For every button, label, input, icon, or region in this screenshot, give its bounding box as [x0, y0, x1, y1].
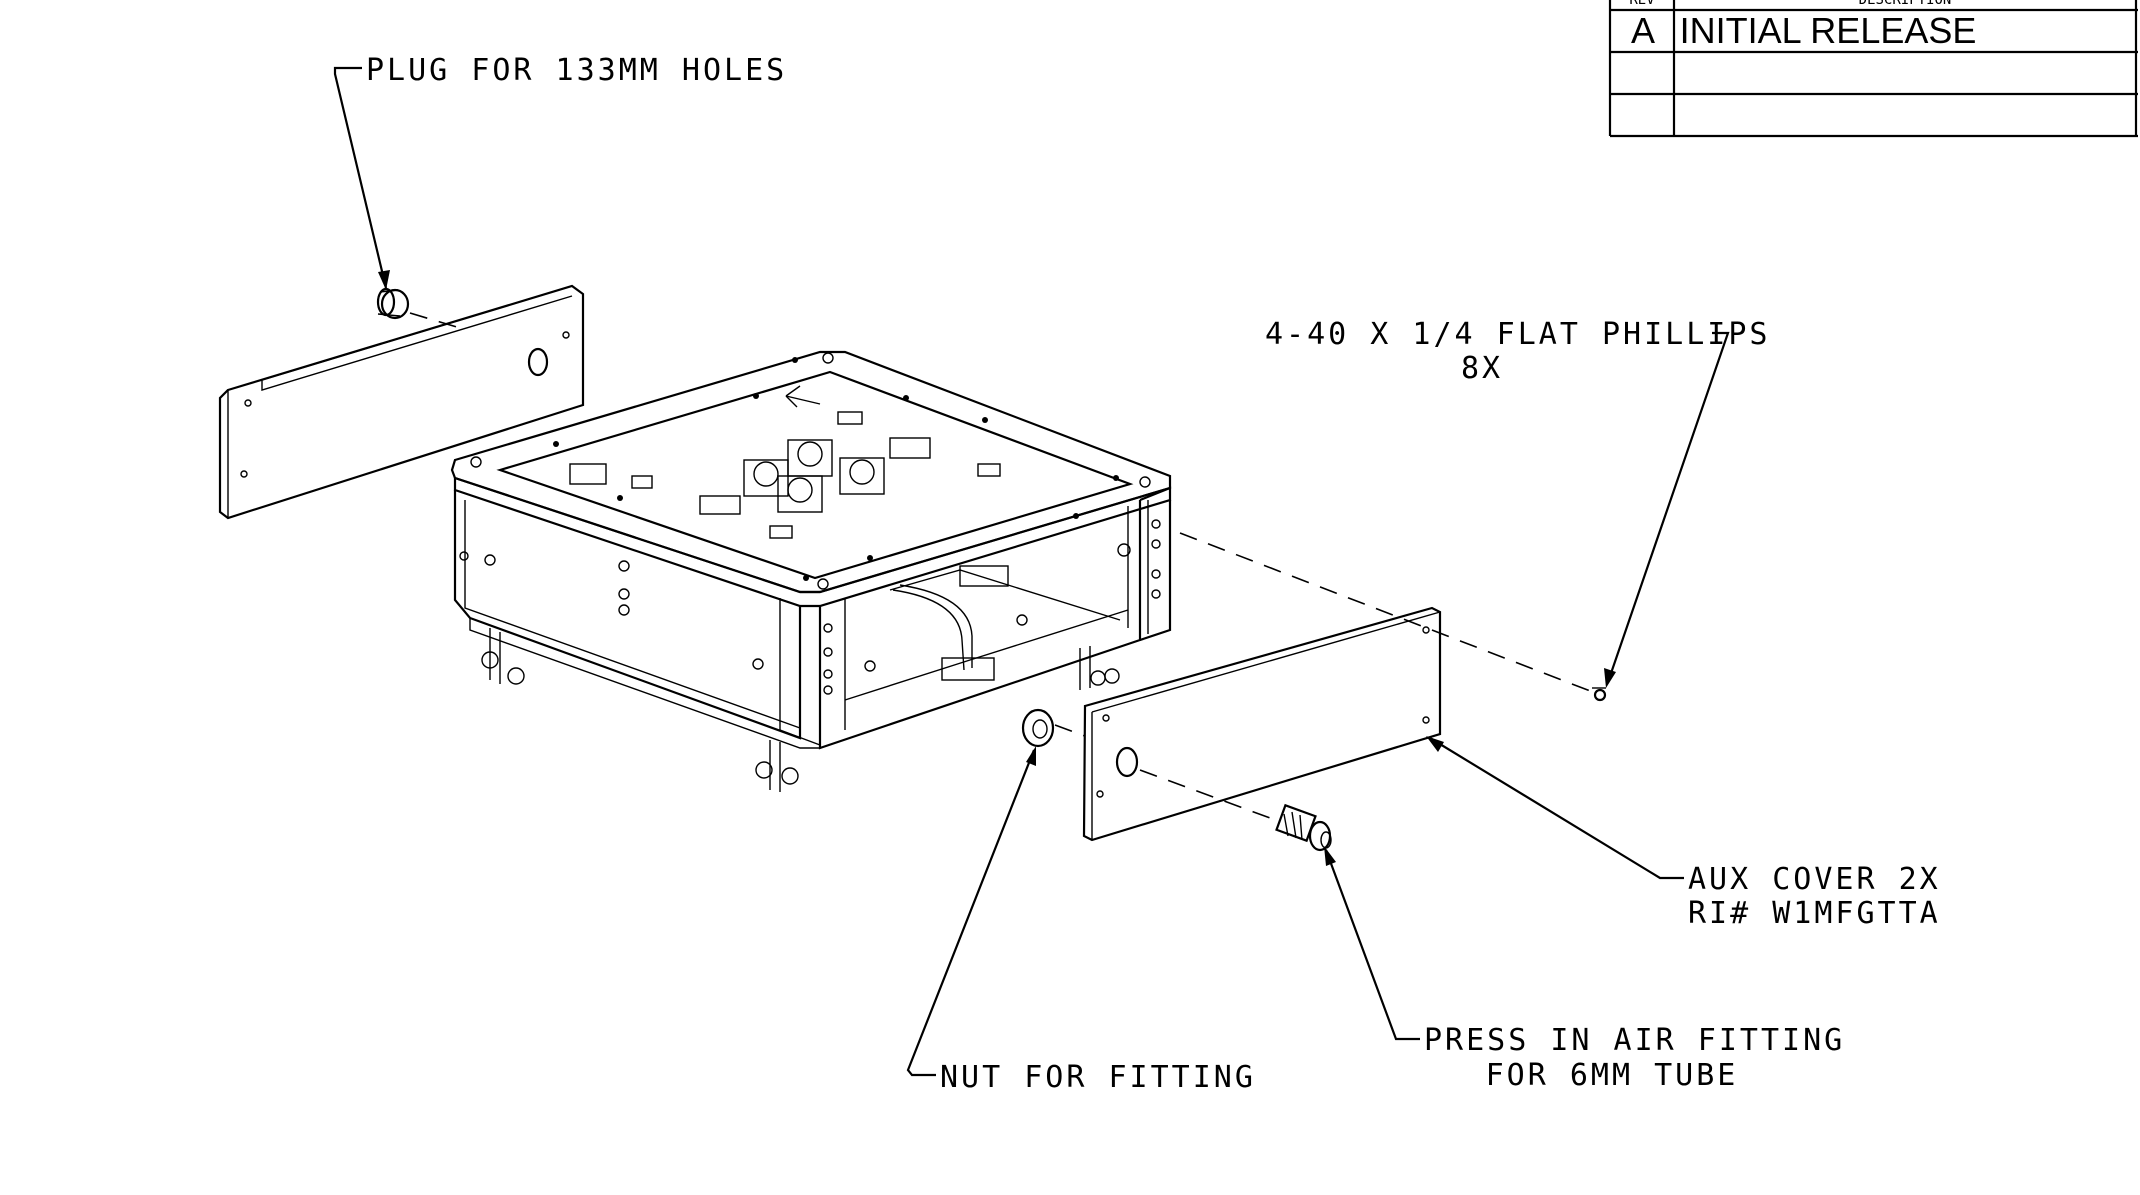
- callout-aux-cover-line2: RI# W1MFGTTA: [1688, 896, 1941, 931]
- leader-screw: [1604, 331, 1730, 688]
- revision-header-rev: REV: [1629, 0, 1655, 8]
- leader-plug: [333, 66, 390, 290]
- plug-centerline: [409, 312, 461, 329]
- main-enclosure: [450, 350, 1172, 792]
- callout-plug: PLUG FOR 133MM HOLES: [366, 53, 787, 88]
- callout-screw-line2: 8X: [1461, 351, 1503, 386]
- right-aux-cover: [1082, 606, 1442, 842]
- air-fitting-part: [1275, 803, 1332, 852]
- connector-cluster: [743, 439, 885, 513]
- callout-aux-cover-line1: AUX COVER 2X: [1688, 862, 1941, 897]
- callout-screw-line1: 4-40 X 1/4 FLAT PHILLIPS: [1265, 317, 1770, 352]
- revision-header-description: DESCRIPTION: [1859, 0, 1952, 8]
- callout-air-fitting-line1: PRESS IN AIR FITTING: [1424, 1023, 1845, 1058]
- revision-row-a-rev: A: [1631, 10, 1655, 51]
- nut-part: [1021, 708, 1055, 748]
- leader-air-fitting: [1324, 846, 1420, 1041]
- screw-part: [1592, 687, 1607, 702]
- fitting-centerline: [1054, 724, 1271, 819]
- leader-aux-cover: [1426, 736, 1684, 880]
- callout-air-fitting-line2: FOR 6MM TUBE: [1486, 1058, 1739, 1093]
- revision-table: REV DESCRIPTION A INITIAL RELEASE: [1608, 0, 2138, 138]
- callout-nut: NUT FOR FITTING: [940, 1060, 1256, 1095]
- leader-nut: [906, 746, 1036, 1077]
- screw-centerline: [1179, 532, 1599, 695]
- plug-part: [376, 287, 410, 320]
- revision-row-a-description: INITIAL RELEASE: [1680, 10, 1977, 51]
- air-fittings-under-enclosure: [481, 628, 1120, 792]
- left-aux-cover: [218, 284, 585, 520]
